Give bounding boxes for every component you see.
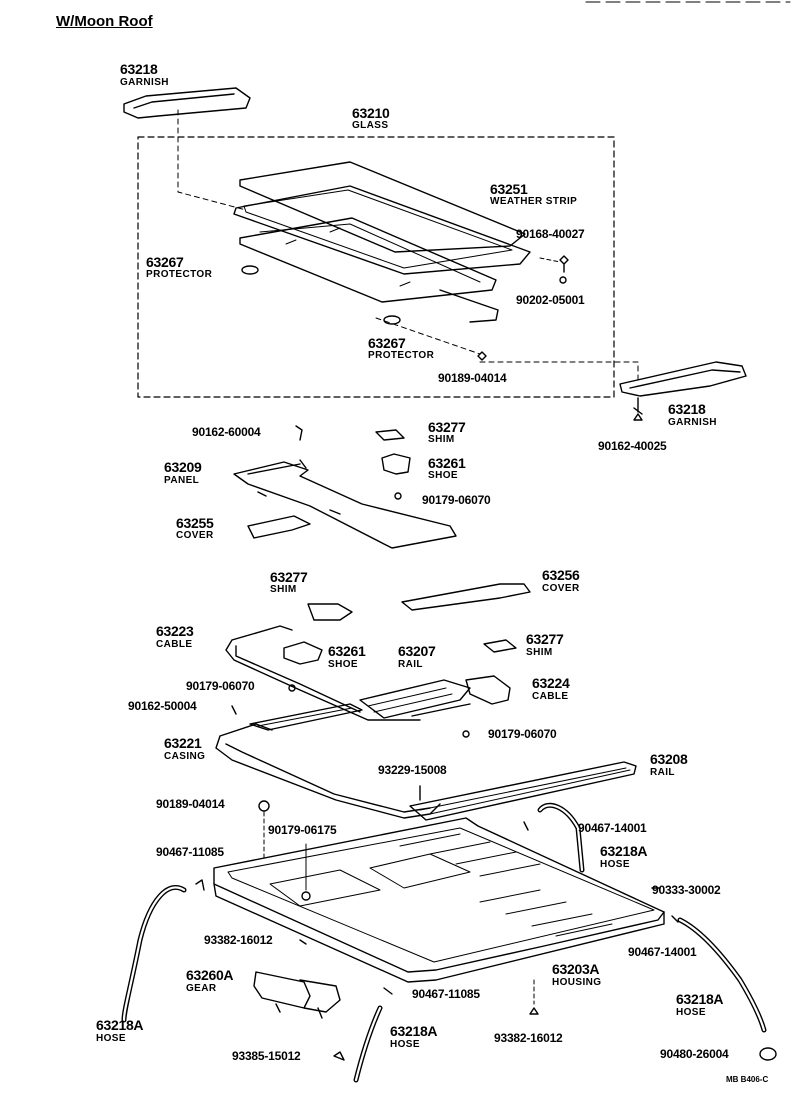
callout-name: HOUSING <box>552 977 602 988</box>
callout-name: GARNISH <box>120 77 169 88</box>
bolt-number: 90480-26004 <box>660 1047 729 1061</box>
bolt-number: 90179-06070 <box>186 679 255 693</box>
bolt-number: 90179-06175 <box>268 823 337 837</box>
housing <box>214 818 664 982</box>
bolt-number: 90333-30002 <box>652 883 721 897</box>
shim-right <box>484 640 516 652</box>
diagram-code: MB B406-C <box>726 1075 769 1084</box>
bolt-number: 93382-16012 <box>494 1031 563 1045</box>
bolt-number: 90189-04014 <box>156 797 225 811</box>
bolt-number: 90202-05001 <box>516 293 585 307</box>
callout-number: 63223 <box>156 623 194 639</box>
bolt-number: 90162-60004 <box>192 425 261 439</box>
cable-right <box>466 676 510 704</box>
rail-center <box>250 680 470 730</box>
callout-number: 63210 <box>352 105 390 121</box>
callout-name: SHIM <box>428 434 455 445</box>
callout-name: HOSE <box>676 1007 706 1018</box>
protector-left <box>242 266 258 274</box>
callout-number: 63218A <box>676 991 724 1007</box>
bolt-number: 90179-06070 <box>488 727 557 741</box>
shim-top <box>308 604 352 620</box>
glass-assembly <box>234 162 530 322</box>
hose-right-upper <box>540 805 582 870</box>
protector-center <box>384 316 400 324</box>
bolt-number: 90467-14001 <box>628 945 697 959</box>
bolt-number: 90179-06070 <box>422 493 491 507</box>
callout-number: 63251 <box>490 181 528 197</box>
callout-number: 63277 <box>526 631 564 647</box>
callout-name: GEAR <box>186 983 217 994</box>
callout-name: PROTECTOR <box>146 269 213 280</box>
callout-name: HOSE <box>600 859 630 870</box>
callout-name: HOSE <box>96 1033 126 1044</box>
rail-right <box>410 762 636 820</box>
bolt-number: 93382-16012 <box>204 933 273 947</box>
shim-1 <box>376 430 404 440</box>
callout-number: 63261 <box>328 643 366 659</box>
callout-name: GLASS <box>352 120 389 131</box>
callout-name: GARNISH <box>668 417 717 428</box>
callout-name: SHOE <box>428 470 458 481</box>
callout-name: RAIL <box>650 767 675 778</box>
callout-number: 63261 <box>428 455 466 471</box>
callout-name: SHIM <box>526 647 553 658</box>
bolt-number: 90168-40027 <box>516 227 585 241</box>
callout-name: RAIL <box>398 659 423 670</box>
shoe-1 <box>382 454 410 474</box>
callout-number: 63218 <box>668 401 706 417</box>
callout-name: COVER <box>542 583 580 594</box>
bolt-number: 90162-50004 <box>128 699 197 713</box>
callout-name: SHIM <box>270 584 297 595</box>
callout-number: 63203A <box>552 961 600 977</box>
callout-number: 63207 <box>398 643 436 659</box>
bolt-number: 90189-04014 <box>438 371 507 385</box>
shoe-2 <box>284 642 322 664</box>
cable-left <box>226 626 420 720</box>
bolt-number: 93229-15008 <box>378 763 447 777</box>
callout-number: 63218A <box>96 1017 144 1033</box>
callout-number: 63277 <box>270 569 308 585</box>
bolt-number: 93385-15012 <box>232 1049 301 1063</box>
callout-number: 63260A <box>186 967 234 983</box>
callout-number: 63277 <box>428 419 466 435</box>
hose-left <box>124 887 184 1020</box>
callout-number: 63267 <box>368 335 406 351</box>
garnish-top-left <box>124 88 250 118</box>
cap-90480-26004 <box>760 1048 776 1060</box>
callout-name: HOSE <box>390 1039 420 1050</box>
callout-number: 63218A <box>390 1023 438 1039</box>
callout-number: 63221 <box>164 735 202 751</box>
callout-number: 63218 <box>120 61 158 77</box>
glass-group-box <box>138 137 614 397</box>
bolt-number: 90467-11085 <box>156 845 224 859</box>
callout-number: 63209 <box>164 459 202 475</box>
screw-90162-60004 <box>296 426 302 440</box>
callout-name: WEATHER STRIP <box>490 196 578 207</box>
callout-name: SHOE <box>328 659 358 670</box>
callout-number: 63267 <box>146 254 184 270</box>
bolt-number: 90467-14001 <box>578 821 647 835</box>
callout-number: 63255 <box>176 515 214 531</box>
panel <box>234 460 456 548</box>
gear <box>254 972 340 1018</box>
callout-number: 63256 <box>542 567 580 583</box>
bolt-number: 90467-11085 <box>412 987 480 1001</box>
callout-name: CASING <box>164 751 206 762</box>
garnish-right <box>620 362 746 396</box>
callout-name: COVER <box>176 530 214 541</box>
callout-name: CABLE <box>156 639 193 650</box>
callout-number: 63224 <box>532 675 570 691</box>
callout-name: CABLE <box>532 691 569 702</box>
callout-number: 63218A <box>600 843 648 859</box>
page-title: W/Moon Roof <box>56 13 153 30</box>
cover-right <box>402 584 530 610</box>
callout-name: PROTECTOR <box>368 350 435 361</box>
cover-left <box>248 516 310 538</box>
bolt-number: 90162-40025 <box>598 439 667 453</box>
callout-name: PANEL <box>164 475 200 486</box>
callout-number: 63208 <box>650 751 688 767</box>
